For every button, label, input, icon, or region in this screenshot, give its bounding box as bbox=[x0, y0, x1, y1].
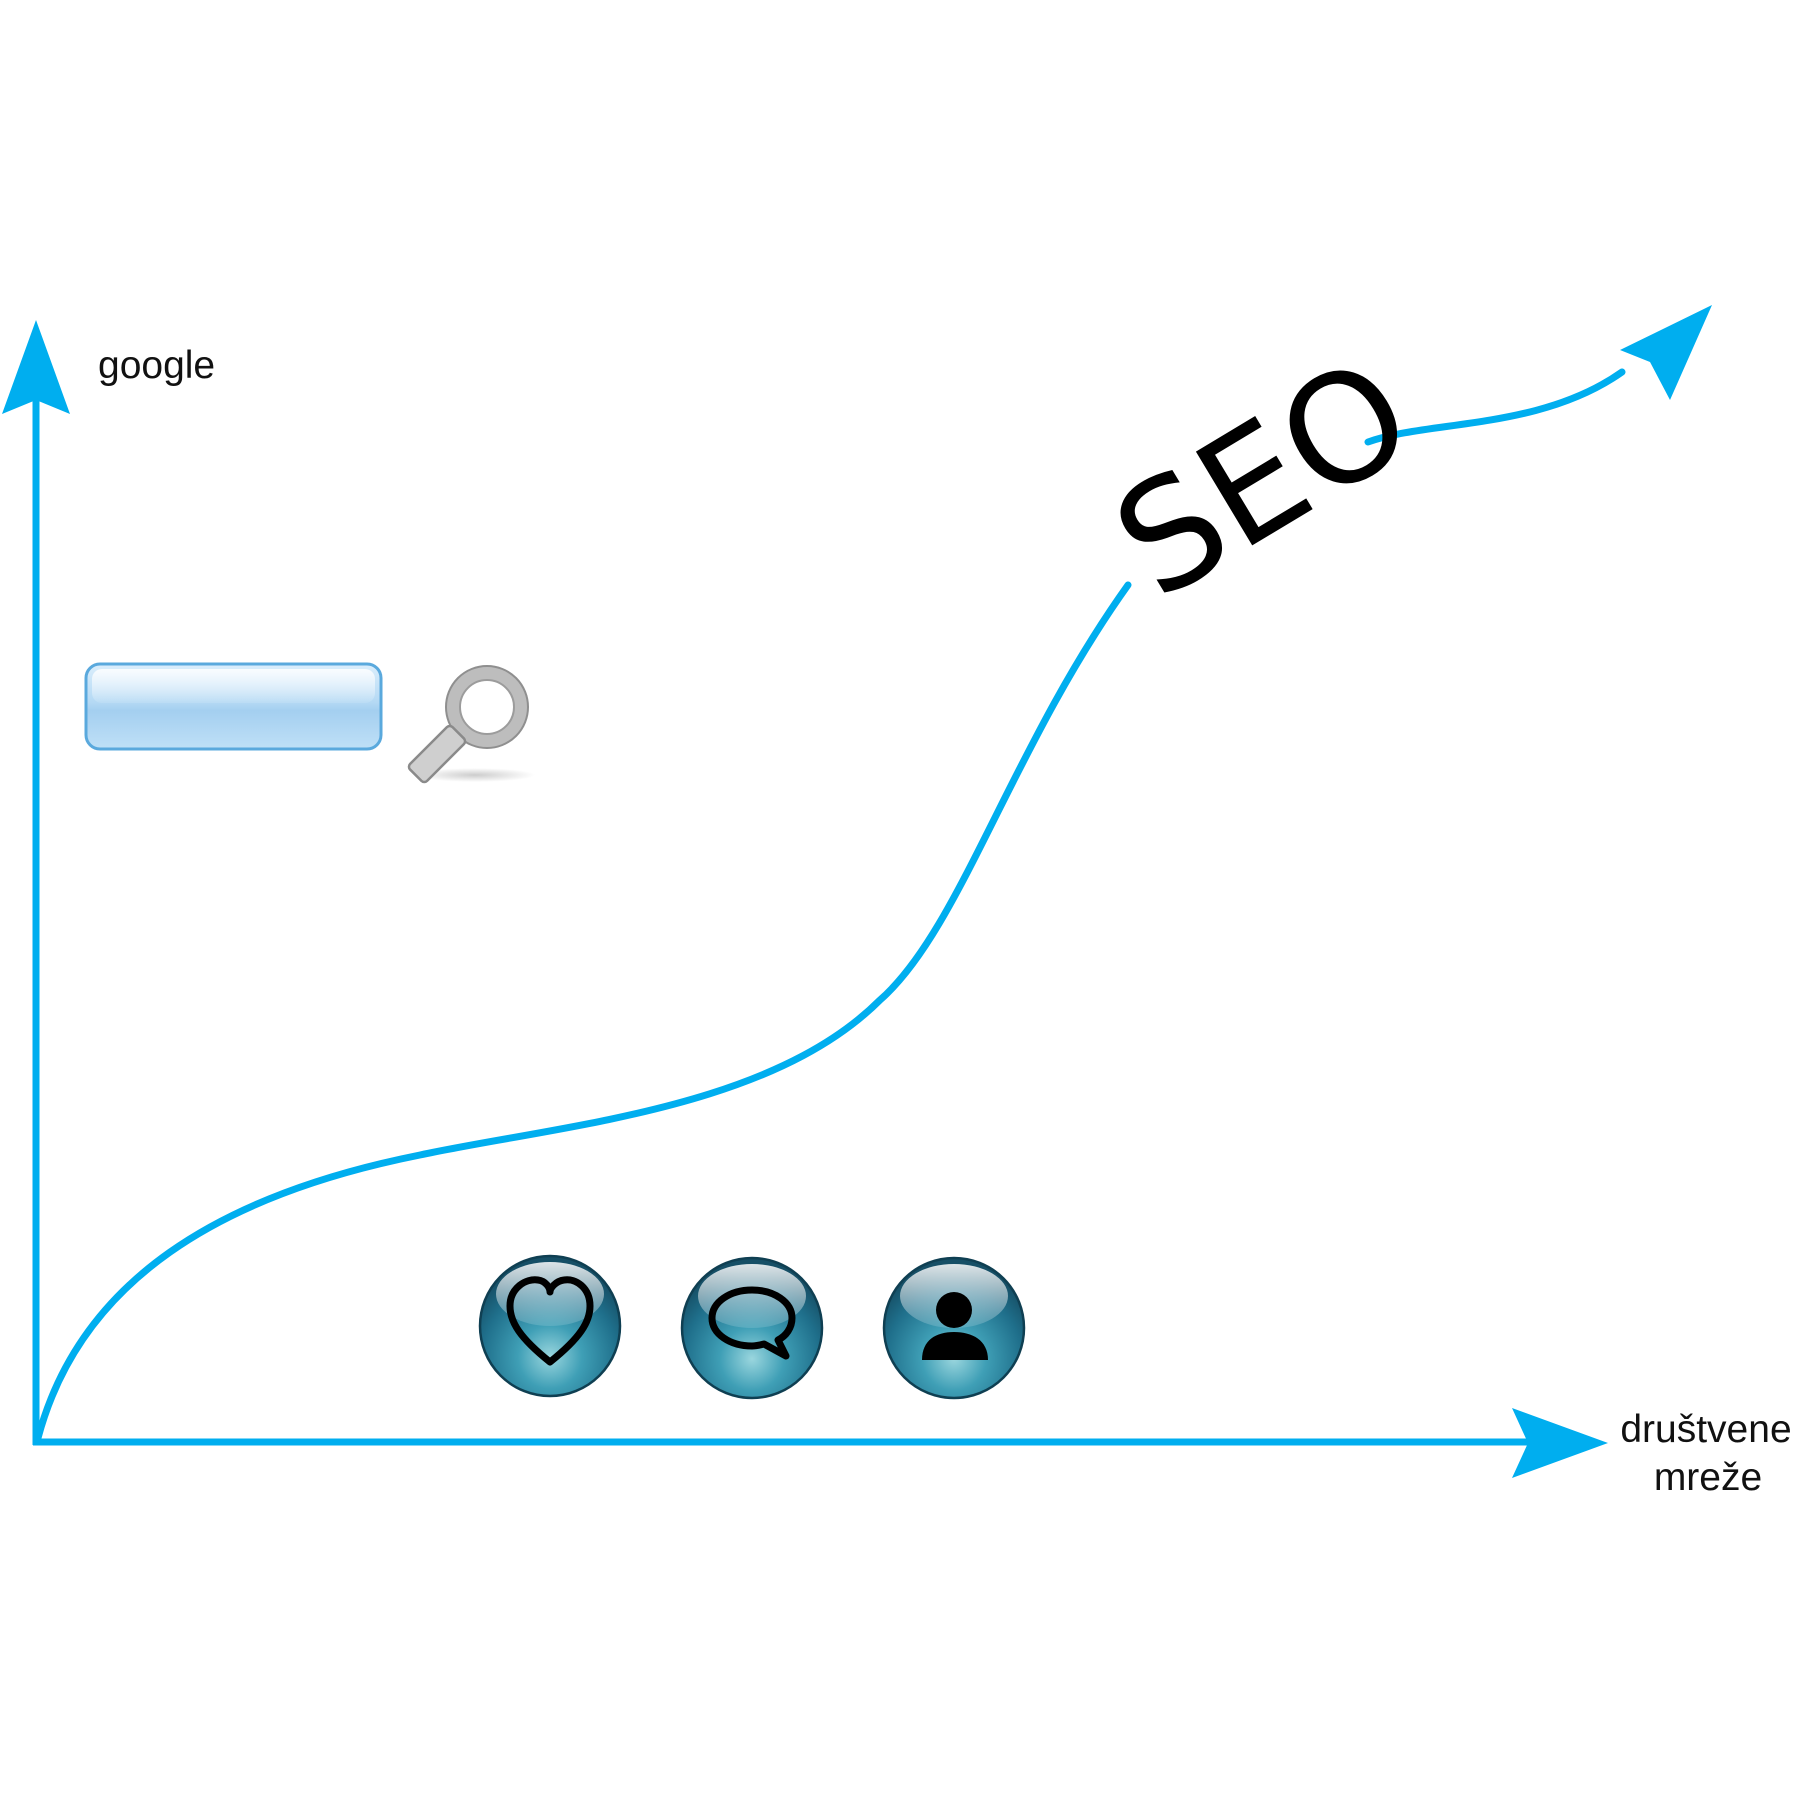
magnifier-lens-inner-edge bbox=[459, 679, 515, 735]
search-widget[interactable] bbox=[84, 662, 535, 784]
magnifier-icon[interactable] bbox=[407, 665, 535, 784]
magnifier-handle bbox=[407, 724, 467, 784]
y-axis-label: google bbox=[98, 344, 215, 387]
x-axis-label-line2: mreže bbox=[1654, 1456, 1762, 1499]
magnifier-lens-ring-edge bbox=[445, 665, 529, 749]
social-button-heart[interactable] bbox=[478, 1254, 622, 1398]
seo-curve bbox=[34, 305, 1712, 1442]
social-button-profile[interactable] bbox=[882, 1256, 1026, 1400]
seo-curve-arrowhead bbox=[1620, 305, 1712, 400]
speech-bubble-icon bbox=[708, 1286, 796, 1360]
x-axis-label-line1: društvene bbox=[1620, 1408, 1791, 1451]
social-buttons bbox=[478, 1254, 1026, 1400]
seo-label: SEO bbox=[1087, 325, 1441, 633]
social-button-comment[interactable] bbox=[680, 1256, 824, 1400]
search-input-shine bbox=[92, 669, 375, 703]
magnifier-lens-ring bbox=[446, 666, 528, 748]
x-axis bbox=[33, 1408, 1608, 1478]
seo-curve-upper bbox=[1364, 368, 1626, 446]
y-axis-arrowhead bbox=[2, 320, 70, 414]
magnifier-shadow bbox=[415, 768, 535, 782]
seo-curve-lower bbox=[34, 581, 1132, 1442]
y-axis bbox=[2, 320, 70, 1445]
person-icon bbox=[922, 1292, 988, 1360]
heart-icon bbox=[506, 1276, 594, 1366]
x-axis-arrowhead bbox=[1512, 1408, 1608, 1478]
